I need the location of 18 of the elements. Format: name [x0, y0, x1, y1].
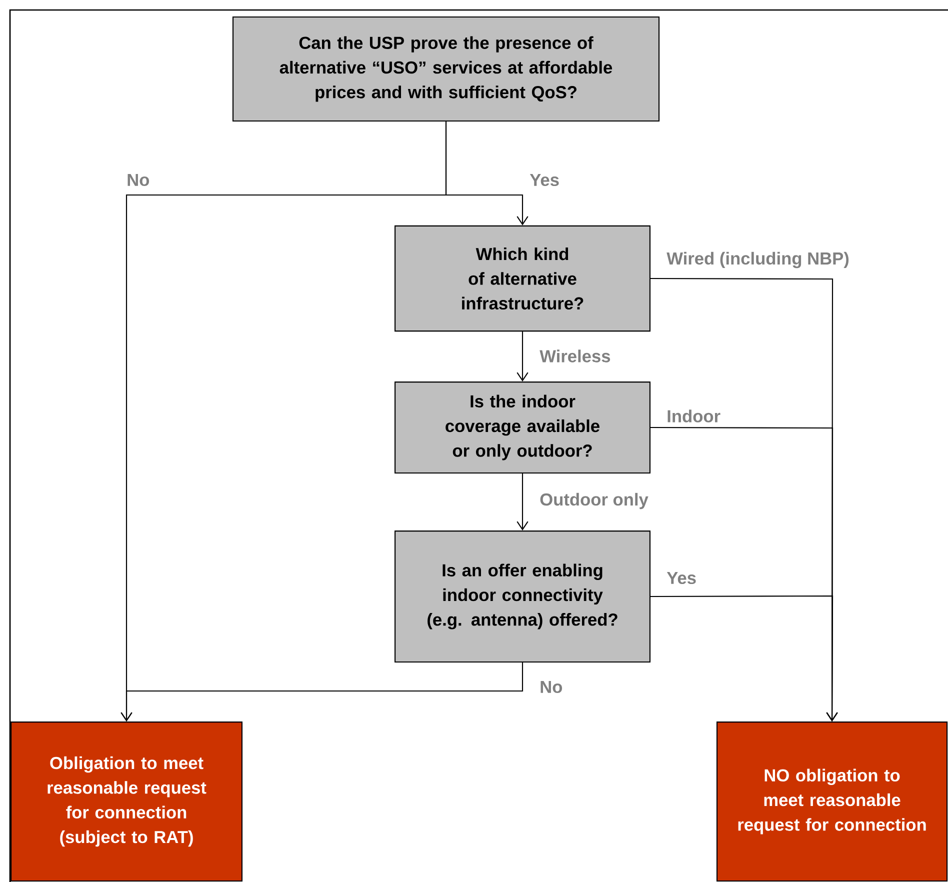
- edge-label: Wired (including NBP): [665, 250, 851, 270]
- edge-label: Outdoor only: [538, 492, 650, 510]
- arrow: [516, 474, 528, 530]
- decision-box: Is an offer enabling indoor connectivity (e.g. antenna) offered?: [394, 530, 650, 662]
- arrow: [516, 332, 528, 382]
- edge-label: Wireless: [538, 348, 612, 364]
- decision-box: Is the indoor coverage available or only outdoor?: [394, 382, 650, 474]
- edge-label: No: [538, 680, 564, 694]
- edge-label: Indoor: [665, 408, 722, 424]
- outcome-box: NO obligation to meet reasonable request for connection: [716, 722, 948, 882]
- edge-label: No: [125, 172, 152, 188]
- arrow: [120, 662, 524, 722]
- decision-box: Which kind of alternative infrastructure?: [394, 225, 650, 332]
- decision-box: Can the USP prove the presence of alternative “USO” services at affordable prices and with sufficient QoS?: [232, 16, 660, 122]
- outcome-box: Obligation to meet reasonable request for connection (subject to RAT): [10, 722, 242, 882]
- edge-label: Yes: [528, 172, 561, 188]
- arrow: [650, 595, 838, 722]
- edge-label: Yes: [665, 570, 698, 586]
